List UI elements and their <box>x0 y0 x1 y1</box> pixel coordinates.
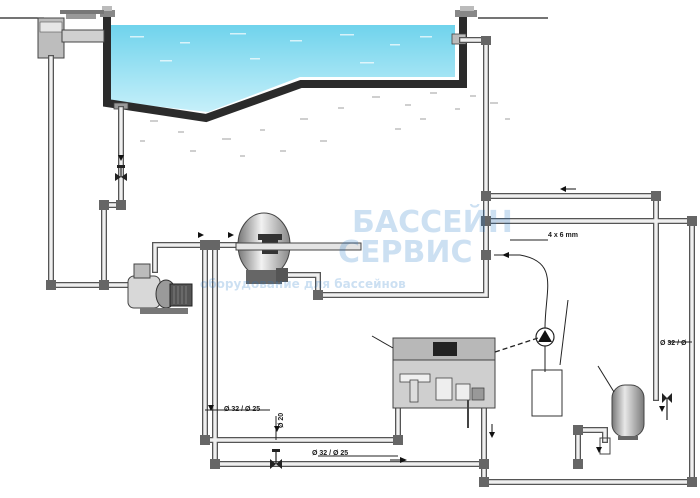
pipe-diameter-label-bottom: Ø 32 / Ø 25 <box>312 450 348 457</box>
pipe-diameter-label-right: Ø 32 / Ø <box>660 340 687 347</box>
coping-right <box>455 10 477 17</box>
watermark-line-2: СЕРВИС <box>338 235 473 270</box>
pump <box>127 263 193 314</box>
dosing-tube <box>494 254 549 329</box>
pool-shell <box>103 12 467 123</box>
dosing-control-unit <box>392 337 496 428</box>
water-ripples <box>130 33 432 64</box>
soil-texture <box>140 92 510 157</box>
right-valve <box>662 393 672 420</box>
coping-left <box>100 10 115 17</box>
leader-lines <box>205 239 692 457</box>
flow-arrows <box>118 155 665 463</box>
skimmer <box>37 10 105 59</box>
watermark-line-1: БАССЕЙН <box>352 204 513 240</box>
buffer-tank <box>599 384 645 455</box>
chemical-canister <box>531 346 563 417</box>
watermark: БАССЕЙН СЕРВИС оборудование для бассейно… <box>200 204 513 291</box>
signal-cable <box>494 337 539 353</box>
sand-filter <box>235 212 362 284</box>
pool <box>100 6 477 123</box>
drain-valve <box>115 165 127 181</box>
watermark-line-3: оборудование для бассейнов <box>200 277 406 291</box>
pipe-diameter-label-vertical: Ø 20 <box>278 413 285 428</box>
pipe-diameter-label-mid: Ø 32 / Ø 25 <box>224 406 260 413</box>
dosing-pump <box>535 327 555 347</box>
tube-size-label: 4 x 6 mm <box>548 232 578 239</box>
pool-water <box>107 25 455 112</box>
